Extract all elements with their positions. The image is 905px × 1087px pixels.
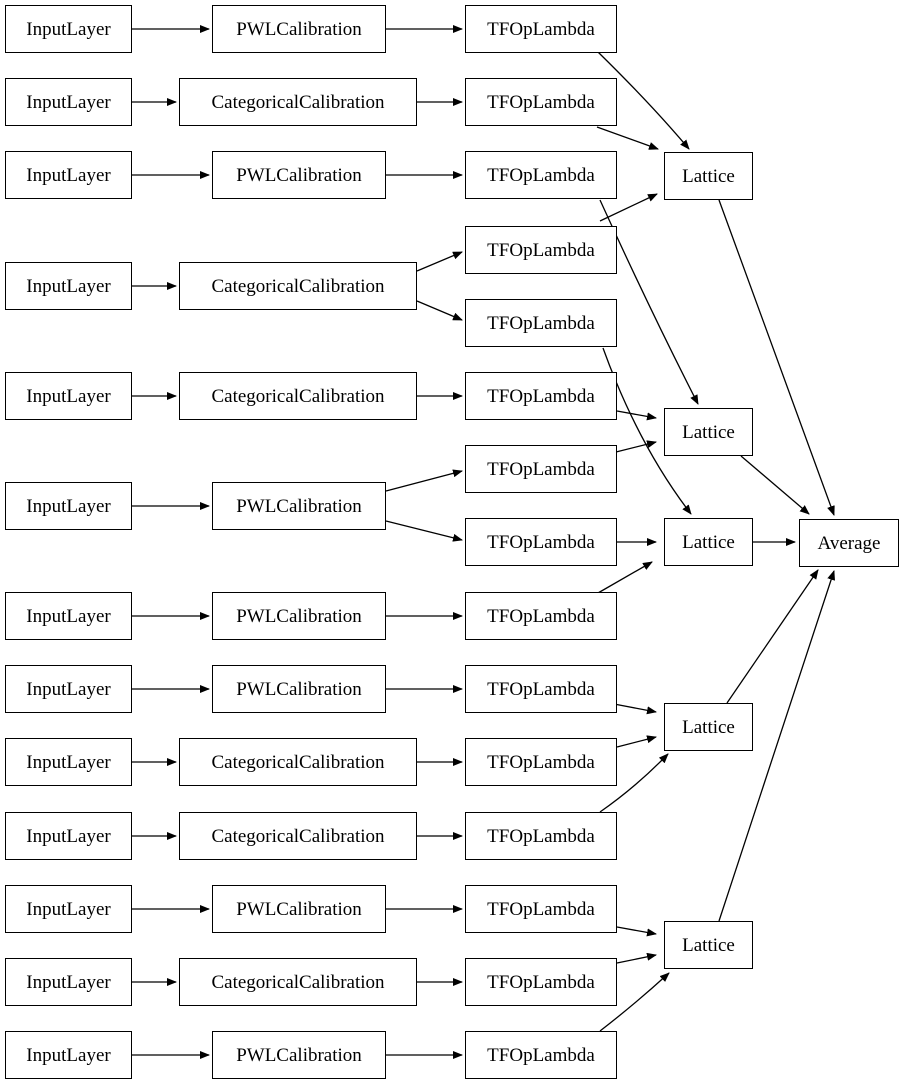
node-input13: InputLayer [5,1031,132,1079]
node-input8: InputLayer [5,665,132,713]
node-lambda7: TFOpLambda [465,592,617,640]
node-lambda13: TFOpLambda [465,1031,617,1079]
node-input1: InputLayer [5,5,132,53]
node-average: Average [799,519,899,567]
node-lattice4: Lattice [664,703,753,751]
node-input2: InputLayer [5,78,132,126]
node-lambda8: TFOpLambda [465,665,617,713]
node-calib6: PWLCalibration [212,482,386,530]
node-calib11: PWLCalibration [212,885,386,933]
node-input12: InputLayer [5,958,132,1006]
node-input3: InputLayer [5,151,132,199]
node-lambda12: TFOpLambda [465,958,617,1006]
edge-lattice5-to-average [718,570,835,922]
edge-lambda10-to-lattice4 [599,753,669,813]
edge-lattice1-to-average [718,199,835,516]
edge-lattice4-to-average [726,569,819,704]
edge-calib6-to-lambda6b [385,520,463,542]
edge-lambda8-to-lattice4 [613,703,657,715]
node-calib3: PWLCalibration [212,151,386,199]
edge-lambda5-to-lattice2 [616,410,657,421]
edge-lambda12-to-lattice5 [616,952,657,964]
node-lambda9: TFOpLambda [465,738,617,786]
node-lambda5: TFOpLambda [465,372,617,420]
node-input7: InputLayer [5,592,132,640]
node-lambda1: TFOpLambda [465,5,617,53]
node-input5: InputLayer [5,372,132,420]
edge-calib6-to-lambda6a [385,469,463,492]
edge-lambda4a-to-lattice1 [599,193,658,222]
node-calib1: PWLCalibration [212,5,386,53]
edge-lambda1-to-lattice1 [597,51,690,150]
node-lattice5: Lattice [664,921,753,969]
edge-lambda2-to-lattice1 [596,126,659,150]
edge-lambda13-to-lattice5 [599,972,670,1032]
node-input9: InputLayer [5,738,132,786]
node-calib7: PWLCalibration [212,592,386,640]
node-lattice2: Lattice [664,408,753,456]
edge-lattice2-to-average [740,455,810,515]
node-lambda6b: TFOpLambda [465,518,617,566]
node-lambda11: TFOpLambda [465,885,617,933]
node-lambda6a: TFOpLambda [465,445,617,493]
edge-lambda4b-to-lattice3 [602,347,692,515]
node-lambda4b: TFOpLambda [465,299,617,347]
edge-lambda9-to-lattice4 [616,735,657,748]
node-calib4: CategoricalCalibration [179,262,417,310]
node-calib8: PWLCalibration [212,665,386,713]
node-input6: InputLayer [5,482,132,530]
node-calib2: CategoricalCalibration [179,78,417,126]
node-lattice3: Lattice [664,518,753,566]
node-lambda3: TFOpLambda [465,151,617,199]
edge-lambda7-to-lattice3 [597,561,653,594]
edge-calib4-to-lambda4b [416,300,463,321]
node-input11: InputLayer [5,885,132,933]
node-calib9: CategoricalCalibration [179,738,417,786]
node-lambda10: TFOpLambda [465,812,617,860]
edge-lambda6a-to-lattice2 [615,440,657,453]
node-calib12: CategoricalCalibration [179,958,417,1006]
node-lattice1: Lattice [664,152,753,200]
node-input10: InputLayer [5,812,132,860]
edge-lambda11-to-lattice5 [616,926,657,937]
node-input4: InputLayer [5,262,132,310]
node-calib10: CategoricalCalibration [179,812,417,860]
node-lambda2: TFOpLambda [465,78,617,126]
node-lambda4a: TFOpLambda [465,226,617,274]
edge-group [132,25,835,1059]
node-calib13: PWLCalibration [212,1031,386,1079]
node-calib5: CategoricalCalibration [179,372,417,420]
edge-calib4-to-lambda4a [416,251,463,272]
